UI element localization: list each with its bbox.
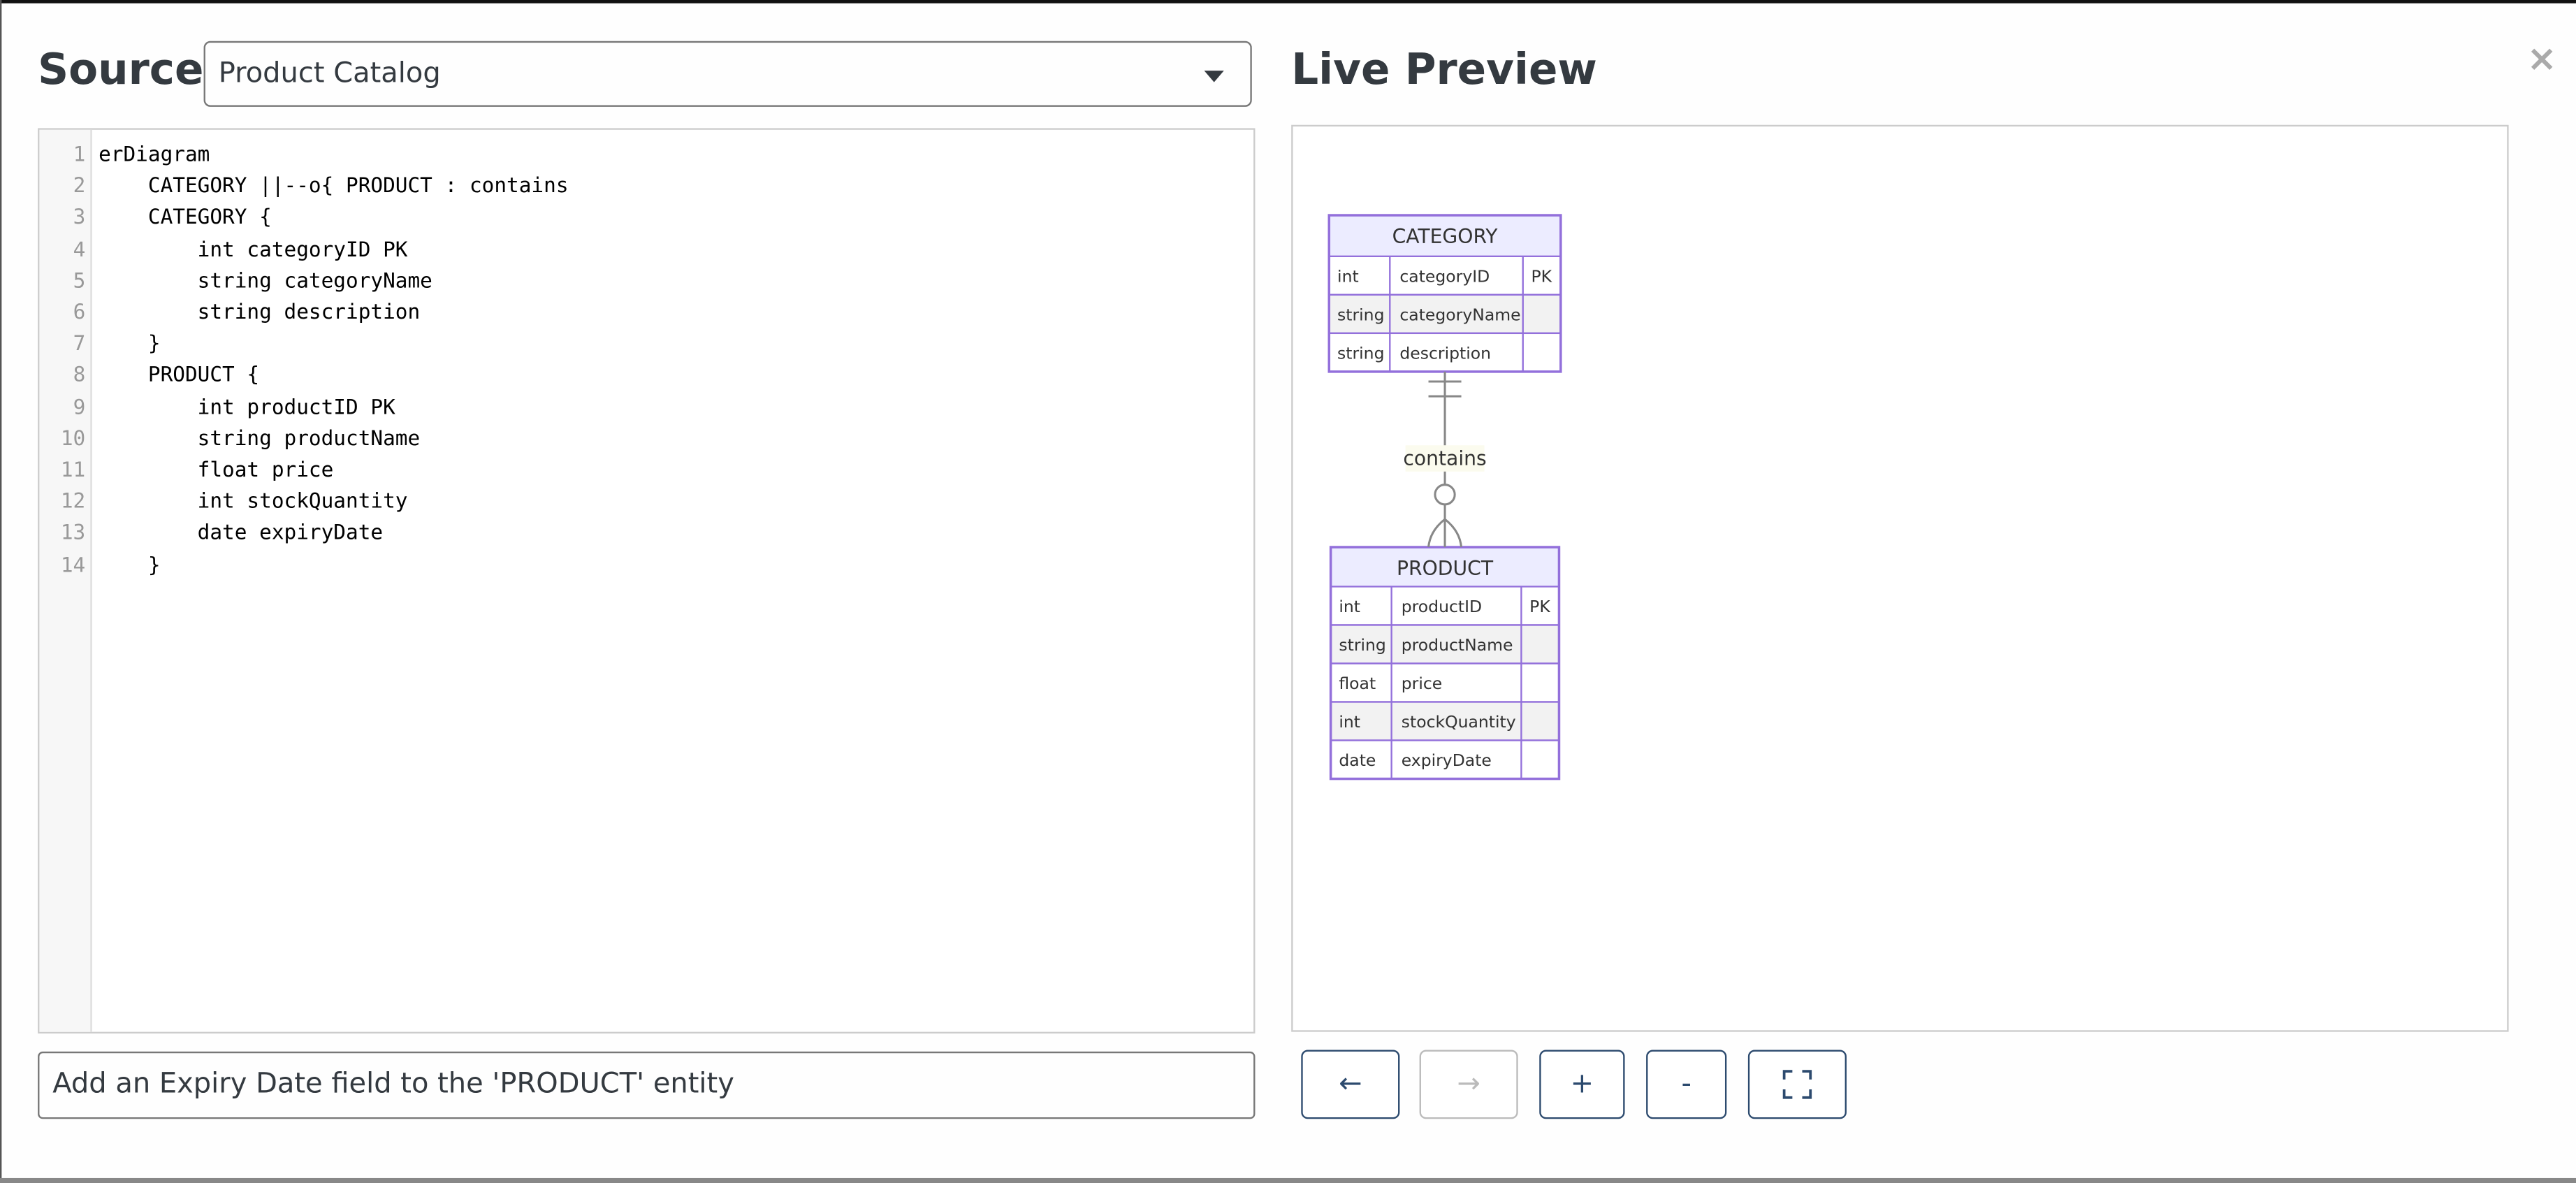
code-line: CATEGORY {	[99, 204, 272, 229]
diagram-select-value: Product Catalog	[218, 57, 441, 91]
line-number: 3	[73, 204, 86, 229]
line-number: 10	[60, 425, 86, 450]
line-number-gutter	[39, 129, 92, 1032]
code-line: string productName	[99, 425, 421, 450]
close-icon[interactable]: ×	[2526, 39, 2557, 81]
line-number: 5	[73, 267, 86, 293]
attribute-type: int	[1339, 597, 1360, 616]
code-line: string description	[99, 298, 421, 324]
line-number: 6	[73, 298, 86, 324]
code-line: date expiryDate	[99, 519, 384, 545]
chevron-down-icon	[1204, 71, 1224, 82]
relationship-label: contains	[1403, 447, 1486, 470]
fullscreen-icon	[1782, 1070, 1812, 1099]
code-line: int productID PK	[99, 393, 395, 419]
code-line: }	[99, 331, 161, 356]
line-number: 12	[60, 488, 86, 514]
code-line: string categoryName	[99, 267, 432, 293]
window-left-border	[0, 0, 2, 1183]
entity-header	[1329, 215, 1561, 256]
code-line: }	[99, 551, 161, 576]
attribute-type: string	[1337, 305, 1384, 324]
cardinality-zero-mark	[1434, 484, 1456, 506]
diagram-select[interactable]: Product Catalog	[203, 41, 1252, 107]
fit-view-button[interactable]	[1747, 1050, 1847, 1119]
window-bottom-border	[0, 1177, 2576, 1183]
attribute-name: categoryID	[1399, 266, 1490, 286]
attribute-name: productID	[1402, 597, 1482, 616]
attribute-type: float	[1339, 674, 1376, 693]
prompt-input[interactable]: Add an Expiry Date field to the 'PRODUCT…	[38, 1051, 1256, 1119]
preview-title: Live Preview	[1291, 45, 1597, 96]
attribute-name: description	[1399, 343, 1491, 363]
line-number: 1	[73, 141, 86, 166]
undo-button[interactable]: ←	[1301, 1050, 1400, 1119]
attribute-name: categoryName	[1399, 305, 1520, 324]
attribute-name: productName	[1402, 635, 1513, 655]
attribute-key: PK	[1529, 597, 1550, 616]
line-number: 13	[60, 519, 86, 545]
zoom-out-button[interactable]: -	[1646, 1050, 1727, 1119]
relationship-label-bg	[1405, 445, 1485, 472]
entity-header	[1330, 547, 1559, 587]
line-number: 9	[73, 393, 86, 419]
line-number: 7	[73, 331, 86, 356]
redo-button[interactable]: →	[1419, 1050, 1518, 1119]
code-line: int categoryID PK	[99, 235, 408, 261]
window-top-border	[0, 0, 2576, 3]
line-number: 11	[60, 456, 86, 481]
code-line: float price	[99, 456, 334, 481]
line-number: 4	[73, 235, 86, 261]
attribute-type: string	[1339, 635, 1385, 655]
attribute-key: PK	[1531, 266, 1552, 286]
cardinality-many-mark	[1427, 518, 1463, 548]
attribute-type: date	[1339, 750, 1376, 770]
entity-name: CATEGORY	[1392, 225, 1499, 248]
attribute-name: stockQuantity	[1402, 712, 1516, 732]
entity-name: PRODUCT	[1397, 557, 1494, 580]
line-number: 14	[60, 551, 86, 576]
code-line: erDiagram	[99, 141, 210, 166]
attribute-type: int	[1339, 712, 1360, 732]
attribute-name: price	[1402, 674, 1443, 693]
zoom-in-button[interactable]: +	[1539, 1050, 1625, 1119]
source-title: Source	[38, 45, 204, 96]
line-number: 8	[73, 362, 86, 387]
attribute-name: expiryDate	[1402, 750, 1492, 770]
code-editor[interactable]: 1 erDiagram 2 CATEGORY ||--o{ PRODUCT : co…	[38, 128, 1256, 1034]
line-number: 2	[73, 173, 86, 198]
code-line: CATEGORY ||--o{ PRODUCT : contains	[99, 173, 569, 198]
code-line: PRODUCT {	[99, 362, 260, 387]
attribute-type: string	[1337, 343, 1384, 363]
attribute-type: int	[1337, 266, 1359, 286]
code-line: int stockQuantity	[99, 488, 408, 514]
